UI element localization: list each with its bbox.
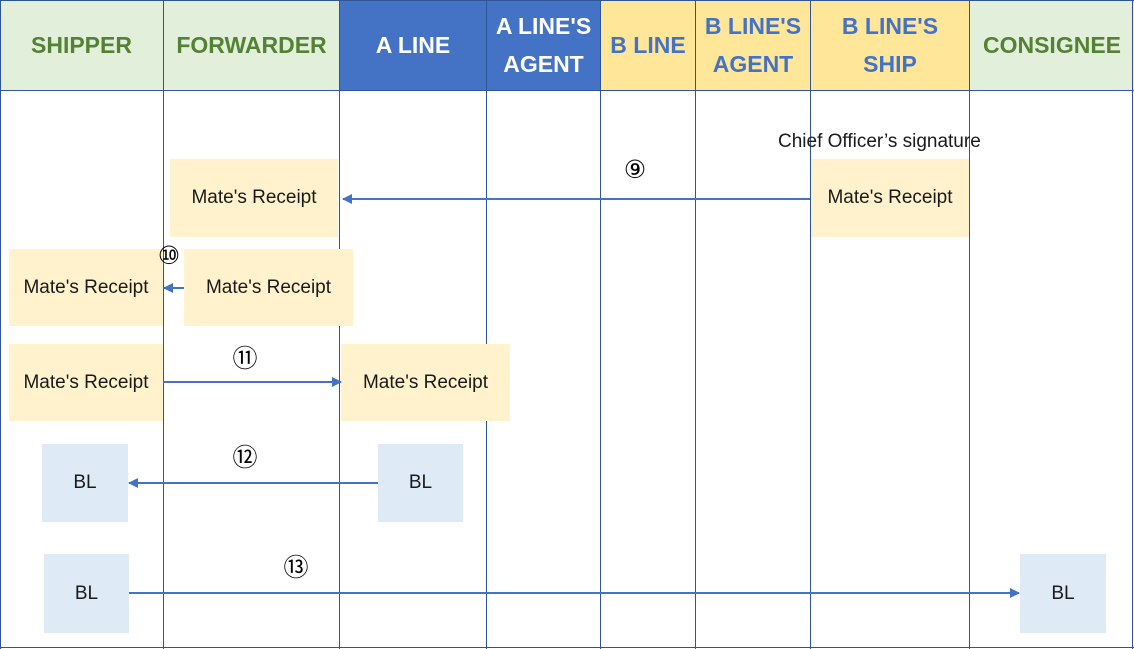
lane-divider (0, 0, 1, 649)
column-header-a-line-agent: A LINE'S AGENT (487, 0, 600, 90)
bl-box: BL (42, 444, 128, 522)
lane-divider (1132, 0, 1133, 649)
lane-divider (486, 0, 487, 649)
step-number: ⑩ (157, 242, 181, 270)
mates-receipt-box: Mate's Receipt (811, 159, 969, 237)
mates-receipt-box: Mate's Receipt (9, 344, 163, 421)
bl-box: BL (378, 444, 463, 522)
lane-divider (695, 0, 696, 649)
bottom-border (0, 647, 1134, 648)
mates-receipt-box: Mate's Receipt (184, 249, 353, 326)
step-number: ⑨ (623, 156, 647, 184)
mates-receipt-box: Mate's Receipt (9, 249, 163, 326)
chief-officer-signature-note: Chief Officer’s signature (778, 131, 981, 152)
lane-divider (163, 0, 164, 649)
column-header-consignee: CONSIGNEE (970, 0, 1134, 90)
column-header-b-line-agent: B LINE'S AGENT (696, 0, 810, 90)
header-divider (0, 90, 1134, 91)
lane-divider (600, 0, 601, 649)
column-header-b-line-ship: B LINE'S SHIP (811, 0, 969, 90)
step-number: ⑬ (283, 554, 309, 582)
column-header-forwarder: FORWARDER (164, 0, 339, 90)
step-number: ⑫ (232, 444, 258, 472)
step-number: ⑪ (232, 345, 258, 373)
lane-divider (810, 0, 811, 649)
top-border (0, 0, 1134, 1)
column-header-shipper: SHIPPER (0, 0, 163, 90)
bl-box: BL (44, 554, 129, 633)
column-header-b-line: B LINE (601, 0, 695, 90)
lane-divider (969, 0, 970, 649)
bl-box: BL (1020, 554, 1106, 633)
mates-receipt-box: Mate's Receipt (341, 344, 510, 421)
mates-receipt-box: Mate's Receipt (170, 159, 338, 237)
column-header-a-line: A LINE (340, 0, 486, 90)
